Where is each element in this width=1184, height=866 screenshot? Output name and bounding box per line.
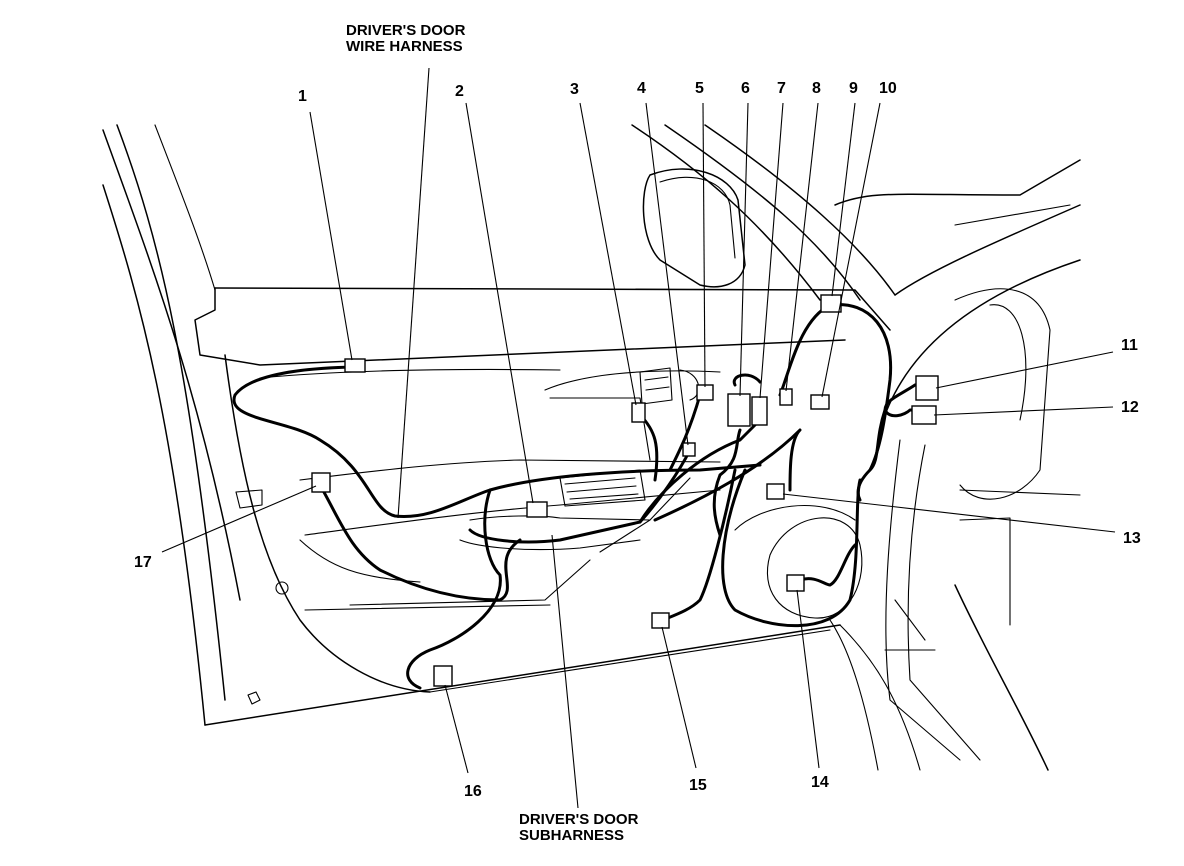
- connector-16: [433, 665, 453, 687]
- wire-harness-title-line2: WIRE HARNESS: [346, 38, 463, 55]
- connector-17: [311, 472, 331, 493]
- wire-harness-title-line1: DRIVER'S DOOR: [346, 22, 466, 39]
- callout-5: 5: [695, 80, 704, 97]
- connector-8: [779, 388, 793, 406]
- callout-4: 4: [637, 80, 646, 97]
- side-mirror: [631, 124, 896, 301]
- harness-title-bottom: DRIVER'S DOOR SUBHARNESS: [519, 811, 639, 844]
- callout-3: 3: [570, 81, 579, 98]
- connector-2: [526, 501, 548, 518]
- connectors: [311, 294, 939, 687]
- connector-12: [911, 405, 937, 425]
- callout-14: 14: [811, 774, 829, 791]
- connector-7: [751, 396, 768, 426]
- connector-1: [344, 358, 366, 373]
- subharness-title-line1: DRIVER'S DOOR: [519, 811, 639, 828]
- connector-9: [820, 294, 842, 313]
- connector-4: [682, 442, 696, 457]
- harness-title-top: DRIVER'S DOOR WIRE HARNESS: [346, 22, 466, 55]
- callout-1: 1: [298, 88, 307, 105]
- connector-13: [766, 483, 785, 500]
- callout-2: 2: [455, 83, 464, 100]
- callout-8: 8: [812, 80, 821, 97]
- callout-11: 11: [1121, 337, 1138, 354]
- callout-12: 12: [1121, 399, 1139, 416]
- connector-15: [651, 612, 670, 629]
- car-body-right: [834, 159, 1081, 771]
- callout-16: 16: [464, 783, 482, 800]
- connector-10: [810, 394, 830, 410]
- callout-15: 15: [689, 777, 707, 794]
- callout-17: 17: [134, 554, 152, 571]
- callout-7: 7: [777, 80, 786, 97]
- connector-5: [696, 384, 714, 401]
- connector-6: [727, 393, 751, 427]
- connector-11: [915, 375, 939, 401]
- connector-3: [631, 402, 646, 423]
- callout-10: 10: [879, 80, 897, 97]
- callout-6: 6: [741, 80, 750, 97]
- callout-9: 9: [849, 80, 858, 97]
- door-outline: [102, 124, 921, 771]
- leader-lines: [161, 67, 1116, 809]
- callout-labels: 1 2 3 4 5 6 7 8 9 10 11 12 13 14 15 16 1…: [134, 80, 1141, 800]
- subharness-title-line2: SUBHARNESS: [519, 827, 624, 844]
- callout-13: 13: [1123, 530, 1141, 547]
- connector-14: [786, 574, 805, 592]
